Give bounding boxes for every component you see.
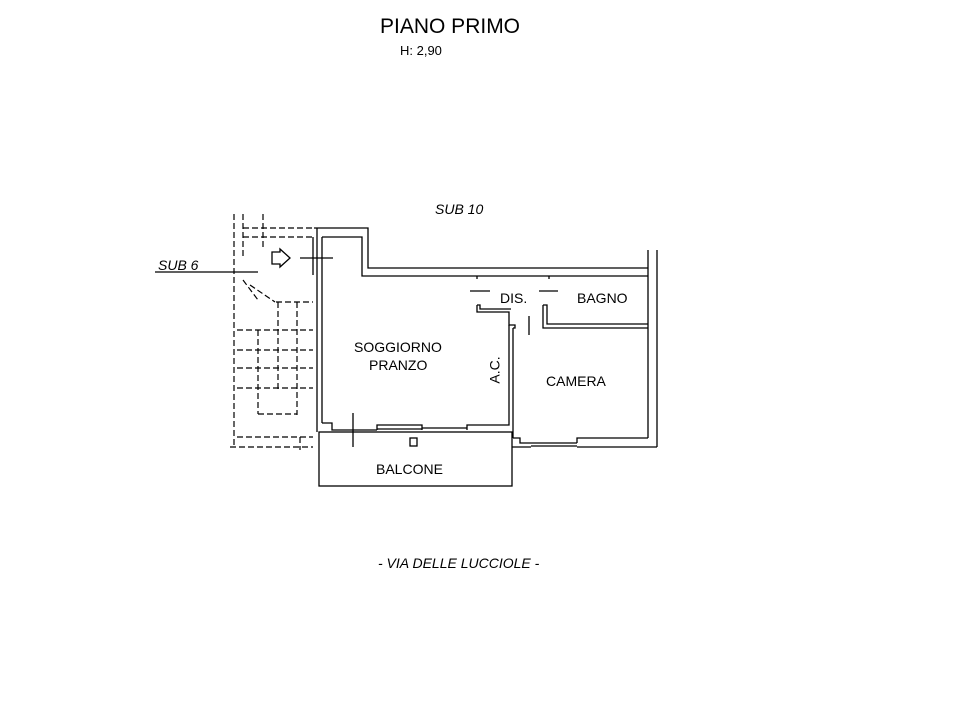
room-ac: A.C. [486,356,503,384]
room-camera: CAMERA [546,373,606,389]
room-bagno: BAGNO [577,290,628,306]
plan-title: PIANO PRIMO [380,15,521,38]
room-balcone: BALCONE [376,461,443,477]
neighbor-sub-6: SUB 6 [158,257,199,273]
street-name: - VIA DELLE LUCCIOLE - [378,555,540,571]
room-pranzo: PRANZO [369,357,428,373]
outer-wall [314,227,648,269]
room-dis: DIS. [500,290,528,306]
balcony-outline [318,431,513,487]
ceiling-height: H: 2,90 [400,43,442,58]
room-soggiorno: SOGGIORNO [354,339,442,355]
inner-wall [322,236,648,277]
neighbor-sub-10: SUB 10 [435,201,484,217]
